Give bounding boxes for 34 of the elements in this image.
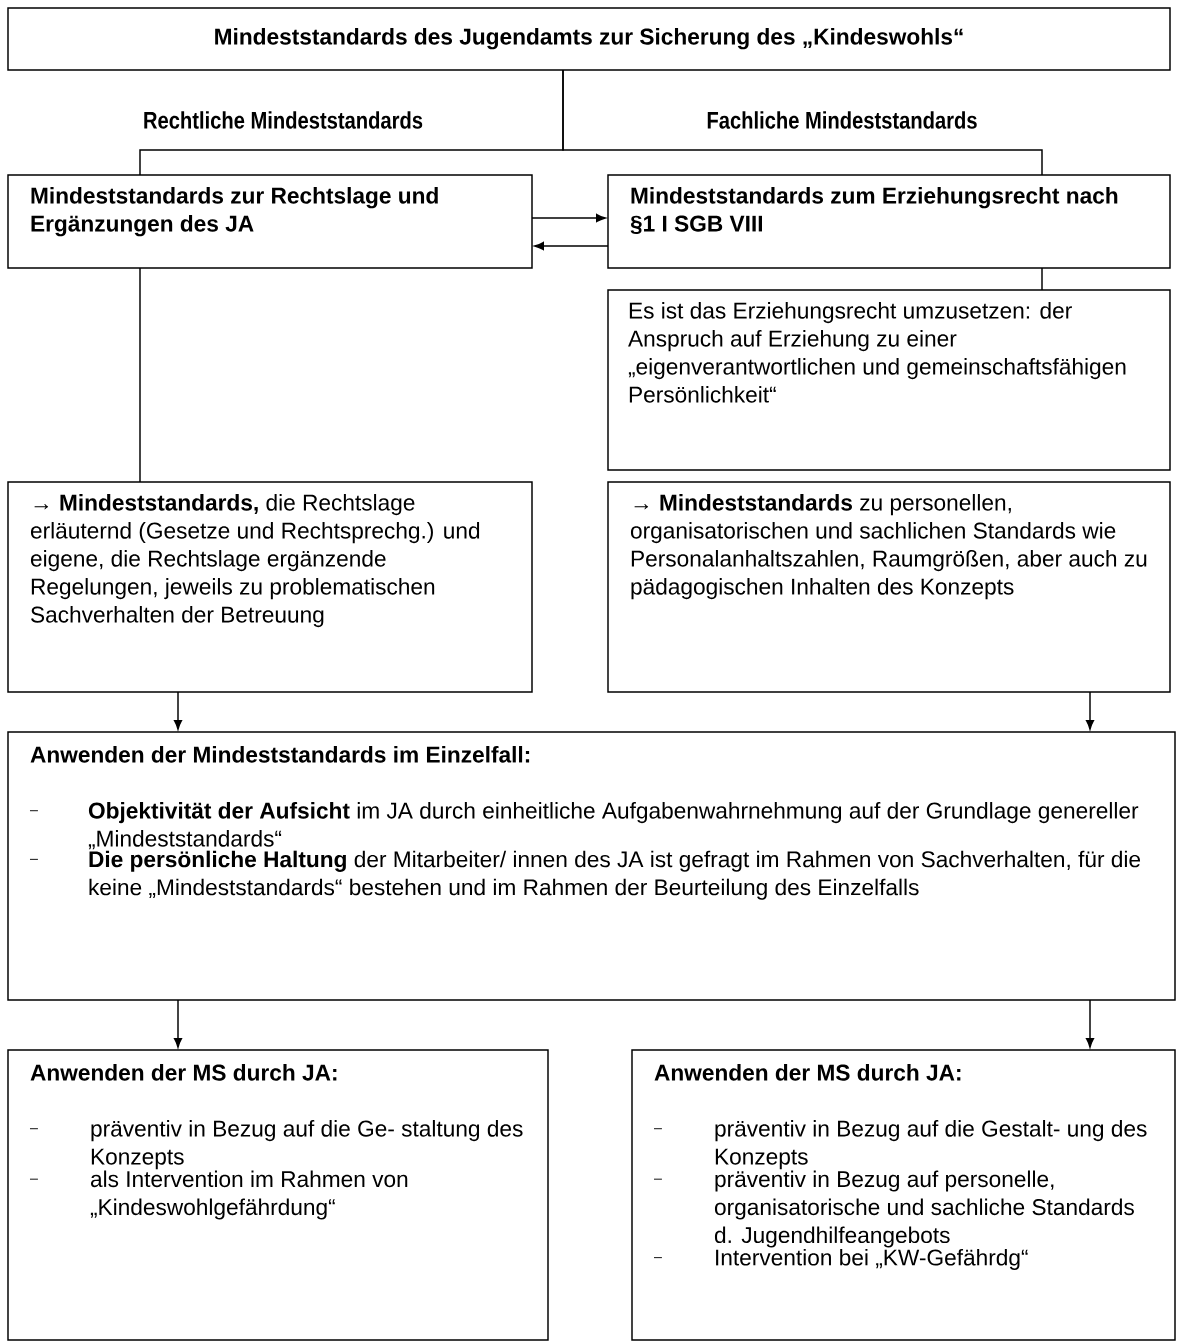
section-heading: Fachliche Mindeststandards	[707, 111, 977, 129]
bullet-text: Die persönliche Haltung der Mitarbeiter/ innen des JA ist gefragt im Rahmen von Sachverhalten, für die keine „Mindeststandards“ bestehen und im Rahmen der Beurteilung des Einzelfalls	[89, 850, 1141, 900]
text-box	[631, 1049, 1176, 1341]
box-title: Anwenden der MS durch JA:	[30, 1064, 337, 1081]
box-title: Mindeststandards zur Rechtslage und Ergänzungen des JA	[31, 187, 438, 237]
arrow	[531, 213, 606, 223]
box-title: Mindeststandards des Jugendamts zur Sicherung des „Kindeswohls“	[215, 28, 963, 50]
text-box	[607, 289, 1171, 471]
arrow	[1085, 999, 1095, 1048]
arrow	[1085, 691, 1095, 730]
connector-line	[139, 267, 141, 483]
box-text: → Mindeststandards, die Rechtslage erläuternd (Gesetze und Rechtsprechg.) und eigene, die Rechtslage ergänzende Regelungen, jeweils zu problematischen Sachverhalten der Betreuung	[30, 494, 480, 628]
arrow	[173, 691, 183, 730]
text-box	[7, 174, 533, 269]
box-title: Anwenden der Mindeststandards im Einzelfall:	[30, 746, 530, 763]
connector-line	[1041, 267, 1043, 291]
bullet-text: als Intervention im Rahmen von „Kindeswohlgefährdung“	[90, 1170, 408, 1220]
text-box	[7, 1049, 549, 1341]
box-text: Es ist das Erziehungsrecht umzusetzen: der Anspruch auf Erziehung zu einer „eigenverantwortlichen und gemeinschaftsfähigen Persönlichkeit“	[628, 302, 1126, 403]
arrow	[173, 999, 183, 1048]
box-title: Anwenden der MS durch JA:	[654, 1064, 961, 1081]
text-box	[607, 174, 1171, 269]
title-box	[7, 7, 1171, 71]
bullet-text: präventiv in Bezug auf personelle, organisatorische und sachliche Standards d. Jugendhilfeangebots	[714, 1170, 1134, 1248]
text-box	[7, 731, 1176, 1001]
arrow	[534, 241, 609, 251]
connector-line	[562, 69, 1043, 176]
bullet-text: Objektivität der Aufsicht im JA durch einheitliche Aufgabenwahrnehmung auf der Grundlage genereller „Mindeststandards“	[88, 802, 1139, 850]
bullet-text: Intervention bei „KW-Gefährdg“	[716, 1248, 1028, 1271]
box-title: Mindeststandards zum Erziehungsrecht nach §1 I SGB VIII	[630, 187, 1118, 234]
box-text: → Mindeststandards zu personellen, organisatorischen und sachlichen Standards wie Personalanhaltszahlen, Raumgrößen, aber auch zu pädagogischen Inhalten des Konzepts	[630, 494, 1147, 600]
text-box	[7, 481, 533, 693]
text-box	[607, 481, 1171, 693]
section-heading: Rechtliche Mindeststandards	[144, 111, 423, 129]
